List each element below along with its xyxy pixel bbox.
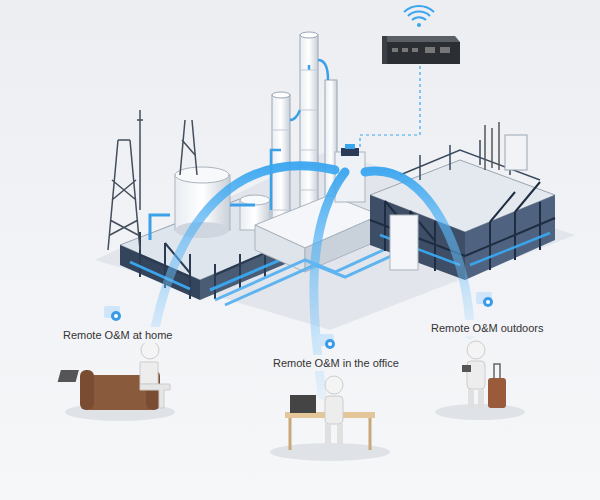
caption-label: Remote O&M at home: [60, 327, 175, 343]
caption-label: Remote O&M outdoors: [428, 320, 547, 336]
edge-computer: [360, 6, 460, 148]
caption-label: Remote O&M in the office: [270, 355, 402, 371]
right-structure: [370, 122, 555, 280]
person-office: [270, 376, 390, 461]
person-outdoors: [435, 341, 525, 420]
person-home: [58, 341, 175, 421]
remote-links: [150, 166, 470, 395]
